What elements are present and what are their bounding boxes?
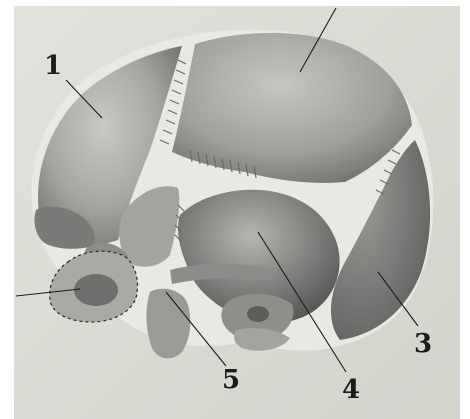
ear-canal: [247, 306, 269, 322]
dashed-bone-socket: [74, 274, 118, 306]
callout-4: 4: [342, 375, 360, 405]
mandibular-ramus: [146, 289, 190, 359]
callout-5: 5: [222, 365, 240, 395]
callout-3: 3: [414, 329, 432, 359]
callout-1: 1: [44, 51, 62, 81]
